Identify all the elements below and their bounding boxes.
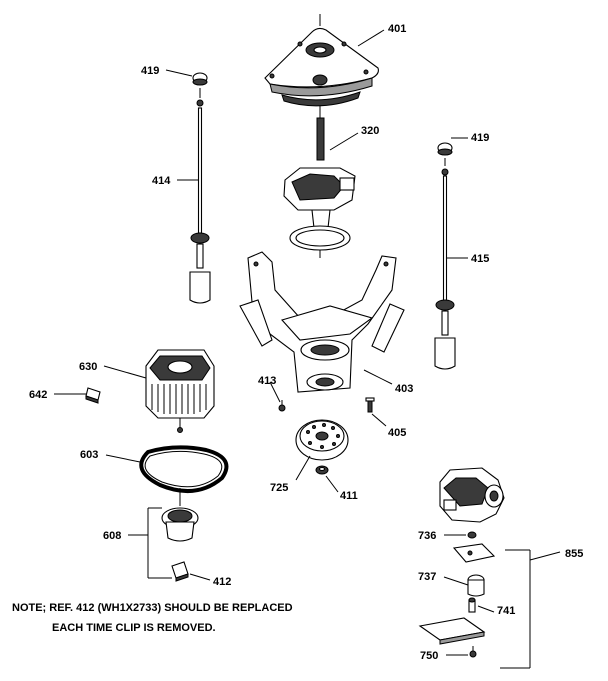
part-630-motor[interactable] <box>145 349 215 433</box>
part-413-screw[interactable] <box>278 400 286 412</box>
part-403-mounting-plate[interactable] <box>239 251 405 393</box>
part-414-suspension-rod[interactable] <box>189 88 211 304</box>
label-412: 412 <box>213 576 231 588</box>
part-405-bolt[interactable] <box>365 397 375 413</box>
label-608: 608 <box>103 530 121 542</box>
label-401: 401 <box>388 23 406 35</box>
part-736-washer[interactable] <box>467 531 477 539</box>
part-737-coupling[interactable] <box>467 574 485 597</box>
part-pump-bracket[interactable] <box>452 543 496 563</box>
part-642-clip[interactable] <box>85 387 101 404</box>
label-419-left: 419 <box>141 65 159 77</box>
label-642: 642 <box>29 389 47 401</box>
label-630: 630 <box>79 361 97 373</box>
part-411-nut[interactable] <box>315 465 329 475</box>
part-855-pump-assembly[interactable] <box>439 467 505 523</box>
label-741: 741 <box>497 605 515 617</box>
note-line-2: EACH TIME CLIP IS REMOVED. <box>52 622 216 634</box>
part-750-screw[interactable] <box>469 646 477 658</box>
label-725: 725 <box>270 482 288 494</box>
part-725-pulley[interactable] <box>295 419 349 461</box>
label-405: 405 <box>388 427 406 439</box>
label-413: 413 <box>258 375 276 387</box>
part-741-pin[interactable] <box>468 597 476 613</box>
label-320: 320 <box>361 125 379 137</box>
part-419-cap-left[interactable] <box>192 72 208 86</box>
part-603-drive-belt[interactable] <box>139 445 229 494</box>
label-750: 750 <box>420 650 438 662</box>
part-320-transmission[interactable] <box>283 117 356 258</box>
part-419-cap-right[interactable] <box>437 142 453 156</box>
callout-labels: 401 419 419 320 414 415 630 642 413 403 … <box>29 23 583 662</box>
note-line-1: NOTE; REF. 412 (WH1X2733) SHOULD BE REPL… <box>12 602 293 614</box>
label-415: 415 <box>471 253 489 265</box>
label-737: 737 <box>418 571 436 583</box>
part-412-retaining-clip[interactable] <box>171 561 189 582</box>
part-608-motor-pulley[interactable] <box>161 488 199 542</box>
part-415-suspension-rod[interactable] <box>434 158 456 370</box>
label-855: 855 <box>565 548 583 560</box>
label-414: 414 <box>152 175 171 187</box>
label-603: 603 <box>80 449 98 461</box>
label-419-right: 419 <box>471 132 489 144</box>
leader-lines <box>54 29 561 669</box>
part-mounting-plate-lower[interactable] <box>418 617 486 645</box>
label-411: 411 <box>340 490 358 502</box>
label-736: 736 <box>418 530 436 542</box>
label-403: 403 <box>395 383 413 395</box>
part-401-drive-cover[interactable] <box>264 14 379 118</box>
